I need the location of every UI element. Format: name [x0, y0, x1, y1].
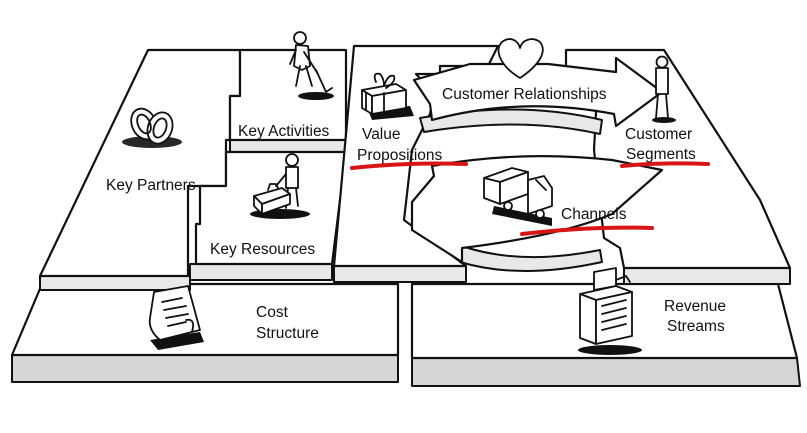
- cost-structure-label-line2: Structure: [256, 325, 319, 342]
- document-icon: [148, 285, 204, 350]
- customer-relationships-arrow: [412, 56, 664, 135]
- rings-icon: [122, 107, 182, 148]
- cost-structure-block: [10, 282, 400, 383]
- cost-structure-label-line1: Cost: [256, 304, 289, 321]
- channels-underline: [520, 225, 654, 236]
- key-partners-label: Key Partners: [106, 177, 196, 194]
- digging-person-icon: [289, 31, 334, 100]
- customer-relationships-label: Customer Relationships: [442, 86, 607, 103]
- person-with-cart-icon: [250, 153, 310, 219]
- customer-segments-label-line2: Segments: [626, 146, 696, 163]
- key-resources-label: Key Resources: [210, 241, 315, 258]
- key-activities-label: Key Activities: [238, 123, 330, 140]
- revenue-streams-label-line1: Revenue: [664, 298, 726, 315]
- truck-icon: [483, 167, 553, 226]
- cash-register-icon: [578, 267, 642, 355]
- channels-label: Channels: [561, 206, 627, 223]
- revenue-streams-label-line2: Streams: [667, 318, 725, 335]
- gift-box-icon: [361, 72, 414, 120]
- value-propositions-label-line2: Propositions: [357, 147, 443, 164]
- value-propositions-underline: [350, 161, 468, 170]
- heart-icon: [497, 38, 544, 79]
- value-propositions-label-line1: Value: [362, 126, 401, 143]
- customer-segments-label-line1: Customer: [625, 126, 692, 143]
- standing-person-icon: [652, 55, 676, 123]
- customer-segments-underline: [620, 161, 710, 168]
